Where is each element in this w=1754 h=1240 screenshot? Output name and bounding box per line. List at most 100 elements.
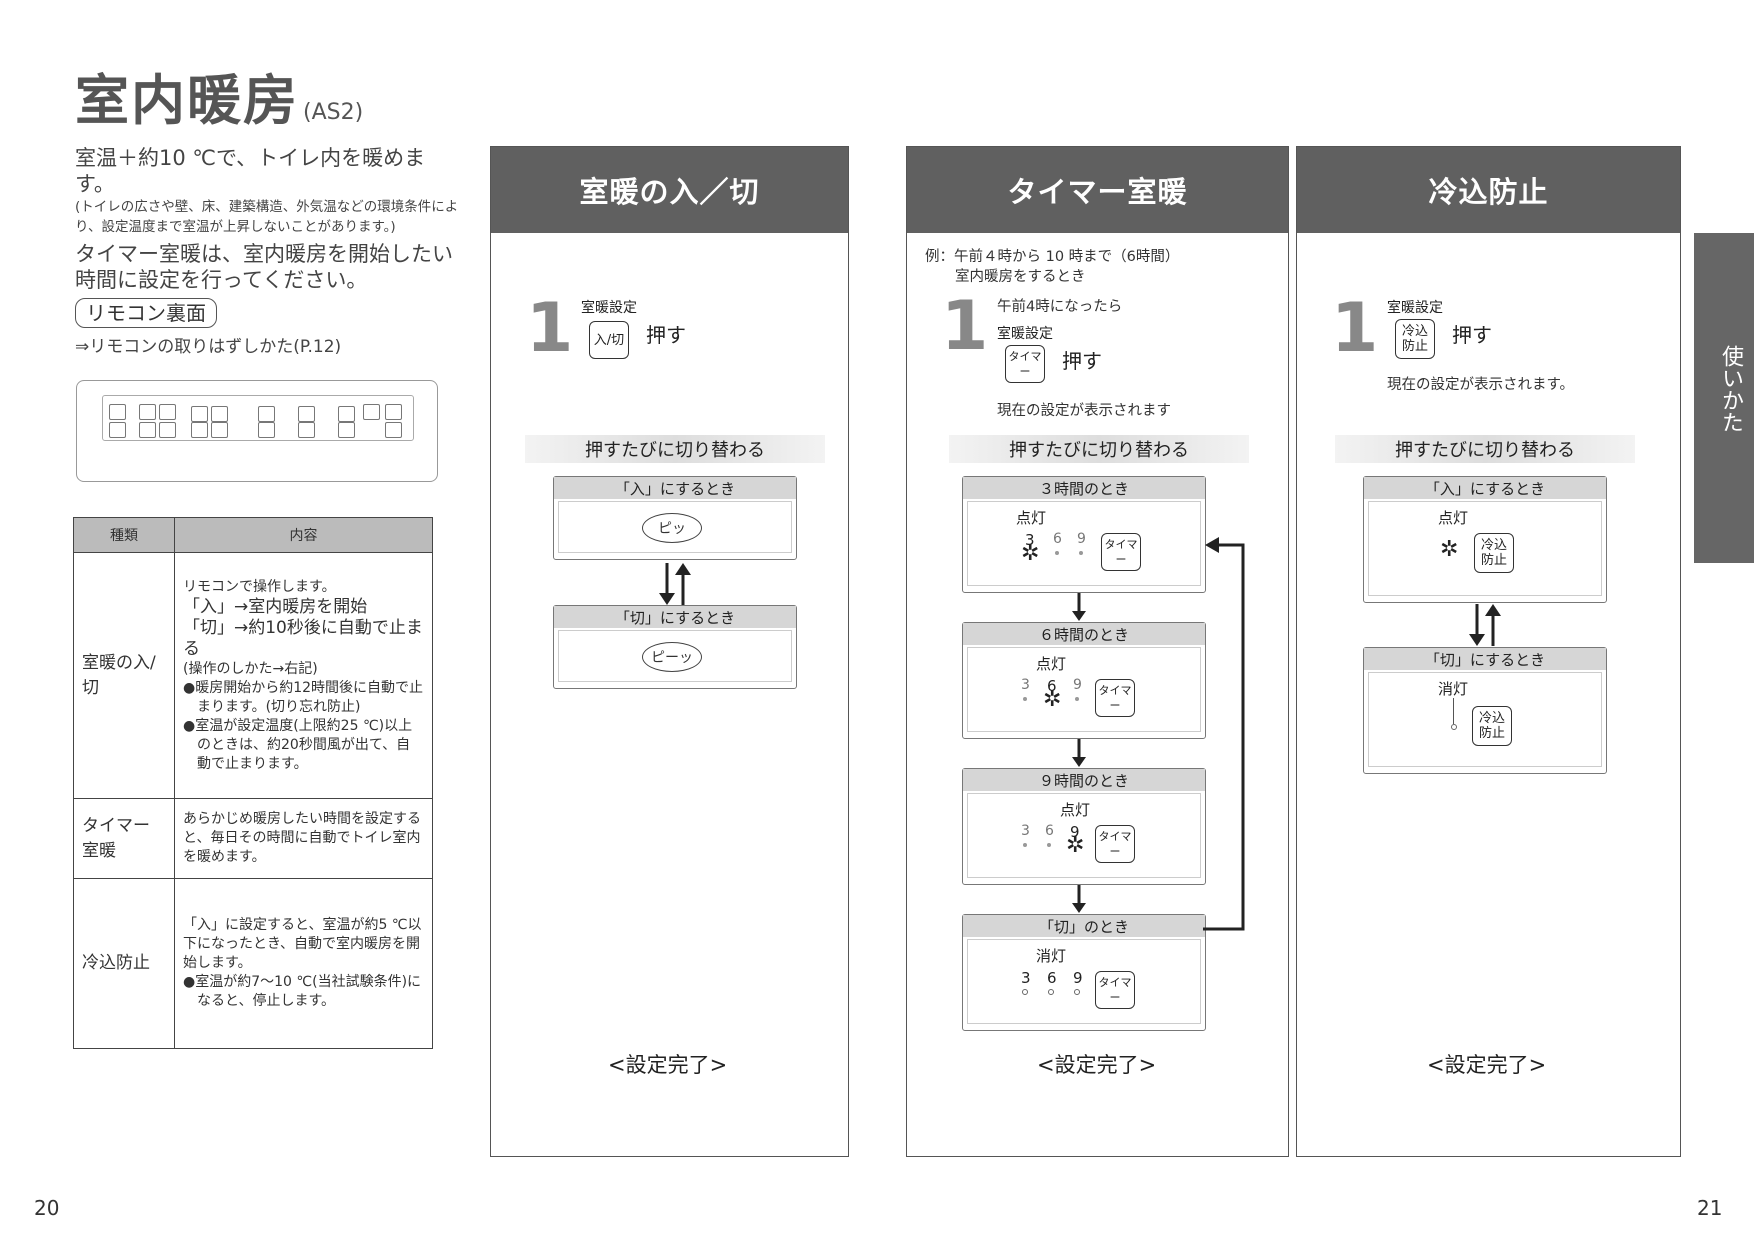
digit-6: 6 [1045, 823, 1054, 839]
model-code: (AS2) [303, 100, 364, 125]
toggle-arrows-icon [1469, 604, 1501, 646]
onoff-button[interactable]: 入/切 [589, 321, 629, 359]
table-cell-content: あらかじめ暖房したい時間を設定すると、毎日その時間に自動でトイレ室内を暖めます。 [174, 798, 433, 879]
intro: 室温＋約10 ℃で、トイレ内を暖めます。 (トイレの広さや壁、床、建築構造、外気… [75, 145, 460, 293]
timer-button-small: タイマー [1095, 825, 1135, 863]
state-label: ６時間のとき [963, 623, 1205, 645]
example-line1: 例：午前４時から 10 時まで（6時間） [925, 249, 1180, 265]
cold-prevention-button[interactable]: 冷込防止 [1395, 319, 1435, 359]
toggle-arrows-icon [659, 563, 691, 605]
off-state-box: 「切」にするとき 消灯 冷込防止 [1363, 647, 1607, 774]
digit-9: 9 [1073, 969, 1083, 987]
remote-ref: ⇒リモコンの取りはずしかた(P.12) [75, 337, 342, 357]
intro-note: (トイレの広さや壁、床、建築構造、外気温などの環境条件により、設定温度まで室温が… [75, 199, 459, 235]
off-state-box: 「切」にするとき ピーッ [553, 605, 797, 689]
panel-title: 室暖の入／切 [491, 147, 848, 233]
down-arrow-icon [1072, 739, 1086, 767]
blink-icon: ✲ [1021, 541, 1040, 566]
panel-title: 冷込防止 [1297, 147, 1680, 233]
push-label: 押す [1062, 349, 1102, 373]
done-label: <設定完了> [1427, 1053, 1547, 1077]
table-cell-kind: 室暖の入/切 [73, 552, 175, 799]
table-header: 内容 [174, 517, 433, 553]
table-cell-content: リモコンで操作します。 「入」→室内暖房を開始 「切」→約10秒後に自動で止まる… [174, 552, 433, 799]
on-state-box: 「入」にするとき 点灯 ✲ 冷込防止 [1363, 476, 1607, 603]
when-label: 午前4時になったら [997, 299, 1123, 315]
row-bullet: ●室温が設定温度(上限約25 ℃)以上のときは、約20秒間風が出て、自動で止まり… [183, 717, 413, 772]
row-bullet: ●暖房開始から約12時間後に自動で止まります。(切り忘れ防止) [183, 679, 424, 715]
step-number: 1 [1331, 289, 1379, 368]
blink-icon: ✲ [1043, 687, 1062, 712]
on-state-box: 「入」にするとき ピッ [553, 476, 797, 560]
table-row: タイマー室暖 あらかじめ暖房したい時間を設定すると、毎日その時間に自動でトイレ室… [73, 798, 433, 879]
timer-3h-box: ３時間のとき 点灯 3 ✲ 6 9 タイマー [962, 476, 1206, 593]
table-cell-content: 「入」に設定すると、室温が約5 ℃以下になったとき、自動で室内暖房を開始します。… [174, 878, 433, 1049]
off-state-label: 「切」にするとき [1364, 648, 1606, 670]
panel-heater-onoff: 室暖の入／切 1 室暖設定 入/切 押す 押すたびに切り替わる 「入」にするとき… [490, 146, 849, 1157]
intro-line1: 室温＋約10 ℃で、トイレ内を暖めます。 [75, 146, 426, 196]
remote-label: リモコン裏面 [75, 298, 217, 328]
blink-icon: ✲ [1066, 833, 1085, 858]
toggle-bar: 押すたびに切り替わる [525, 435, 825, 463]
down-arrow-icon [1072, 885, 1086, 913]
example-line2: 室内暖房をするとき [955, 269, 1086, 285]
beep-bubble: ピッ [642, 513, 702, 543]
table-row: 室暖の入/切 リモコンで操作します。 「入」→室内暖房を開始 「切」→約10秒後… [73, 552, 433, 799]
row-on: 「入」→室内暖房を開始 [183, 596, 368, 617]
side-tab-label: 使いかた [1718, 345, 1743, 433]
long-beep-bubble: ピーッ [642, 642, 702, 672]
table-cell-kind: タイマー室暖 [73, 798, 175, 879]
lit-label: 点灯 [1060, 801, 1091, 819]
push-label: 押す [1452, 323, 1492, 347]
spec-table: 種類内容 室暖の入/切 リモコンで操作します。 「入」→室内暖房を開始 「切」→… [73, 517, 433, 1049]
timer-button-small: タイマー [1101, 533, 1141, 571]
page-number-left: 20 [34, 1196, 60, 1220]
setting-label: 室暖設定 [1387, 300, 1443, 316]
state-label: 「切」のとき [963, 915, 1205, 937]
lit-label: 点灯 [1438, 509, 1469, 527]
loop-arrow-icon [1203, 537, 1245, 931]
timer-6h-box: ６時間のとき 点灯 3 6 ✲ 9 タイマー [962, 622, 1206, 739]
digit-3: 3 [1025, 531, 1035, 549]
push-label: 押す [646, 323, 686, 347]
on-state-label: 「入」にするとき [1364, 477, 1606, 499]
cold-prevention-button-small: 冷込防止 [1472, 706, 1512, 746]
lit-label: 点灯 [1036, 655, 1067, 673]
digit-6: 6 [1053, 531, 1062, 547]
panel-cold-prevention: 冷込防止 1 室暖設定 冷込防止 押す 現在の設定が表示されます。 押すたびに切… [1296, 146, 1681, 1157]
table-row: 冷込防止 「入」に設定すると、室温が約5 ℃以下になったとき、自動で室内暖房を開… [73, 878, 433, 1049]
lit-label: 点灯 [1016, 509, 1047, 527]
page-title: 室内暖房(AS2) [75, 69, 364, 132]
done-label: <設定完了> [1037, 1053, 1157, 1077]
done-label: <設定完了> [608, 1053, 728, 1077]
unlit-label: 消灯 [1036, 947, 1067, 965]
row-sub: (操作のしかた→右記) [183, 660, 318, 677]
digit-9: 9 [1070, 823, 1080, 841]
current-setting-note: 現在の設定が表示されます [997, 403, 1171, 419]
digit-3: 3 [1021, 969, 1031, 987]
panel-title: タイマー室暖 [907, 147, 1288, 233]
digit-6: 6 [1047, 677, 1057, 695]
panel-timer-heater: タイマー室暖 例：午前４時から 10 時まで（6時間） 室内暖房をするとき 1 … [906, 146, 1289, 1157]
digit-3: 3 [1021, 823, 1030, 839]
table-cell-kind: 冷込防止 [73, 878, 175, 1049]
timer-off-box: 「切」のとき 消灯 3 6 9 タイマー [962, 914, 1206, 1031]
timer-button[interactable]: タイマー [1005, 345, 1045, 383]
cold-prevention-button-small: 冷込防止 [1474, 533, 1514, 573]
toggle-bar: 押すたびに切り替わる [1335, 435, 1635, 463]
state-label: ９時間のとき [963, 769, 1205, 791]
row-text: 「入」に設定すると、室温が約5 ℃以下になったとき、自動で室内暖房を開始します。 [183, 917, 422, 971]
off-state-label: 「切」にするとき [554, 606, 796, 628]
setting-label: 室暖設定 [997, 326, 1053, 342]
current-setting-note: 現在の設定が表示されます。 [1387, 377, 1575, 393]
digit-9: 9 [1073, 677, 1082, 693]
setting-label: 室暖設定 [581, 300, 637, 316]
intro-line2: タイマー室暖は、室内暖房を開始したい時間に設定を行ってください。 [75, 242, 453, 292]
step-number: 1 [526, 289, 574, 368]
digit-9: 9 [1077, 531, 1086, 547]
down-arrow-icon [1072, 593, 1086, 621]
side-tab[interactable]: 使いかた [1694, 233, 1754, 563]
timer-9h-box: ９時間のとき 点灯 3 6 9 ✲ タイマー [962, 768, 1206, 885]
digit-6: 6 [1047, 969, 1057, 987]
on-state-label: 「入」にするとき [554, 477, 796, 499]
